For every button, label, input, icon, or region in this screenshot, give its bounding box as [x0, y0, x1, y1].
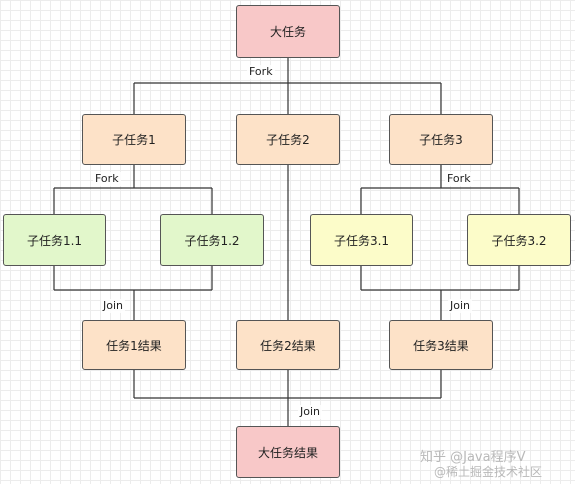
- label-join-right: Join: [448, 299, 473, 313]
- node-subtask-1: 子任务1: [82, 114, 186, 165]
- node-subtask-1-2: 子任务1.2: [160, 214, 264, 266]
- node-result-3: 任务3结果: [389, 320, 493, 370]
- node-subtask-3-1: 子任务3.1: [310, 214, 413, 266]
- label-fork-top: Fork: [247, 65, 275, 79]
- node-main-task-result: 大任务结果: [236, 426, 340, 478]
- watermark-juejin: @稀土掘金技术社区: [434, 465, 543, 479]
- node-result-1: 任务1结果: [82, 320, 186, 370]
- label-join-left: Join: [101, 299, 126, 313]
- watermark-zhihu: 知乎 @Java程序V: [420, 450, 526, 465]
- node-subtask-2: 子任务2: [236, 114, 340, 165]
- node-result-2: 任务2结果: [236, 320, 340, 370]
- node-subtask-3: 子任务3: [389, 114, 493, 165]
- label-fork-right: Fork: [445, 172, 473, 186]
- node-subtask-1-1: 子任务1.1: [3, 214, 106, 266]
- node-subtask-3-2: 子任务3.2: [467, 214, 571, 266]
- node-main-task: 大任务: [236, 5, 340, 58]
- label-fork-left: Fork: [93, 172, 121, 186]
- label-join-bottom: Join: [298, 405, 323, 419]
